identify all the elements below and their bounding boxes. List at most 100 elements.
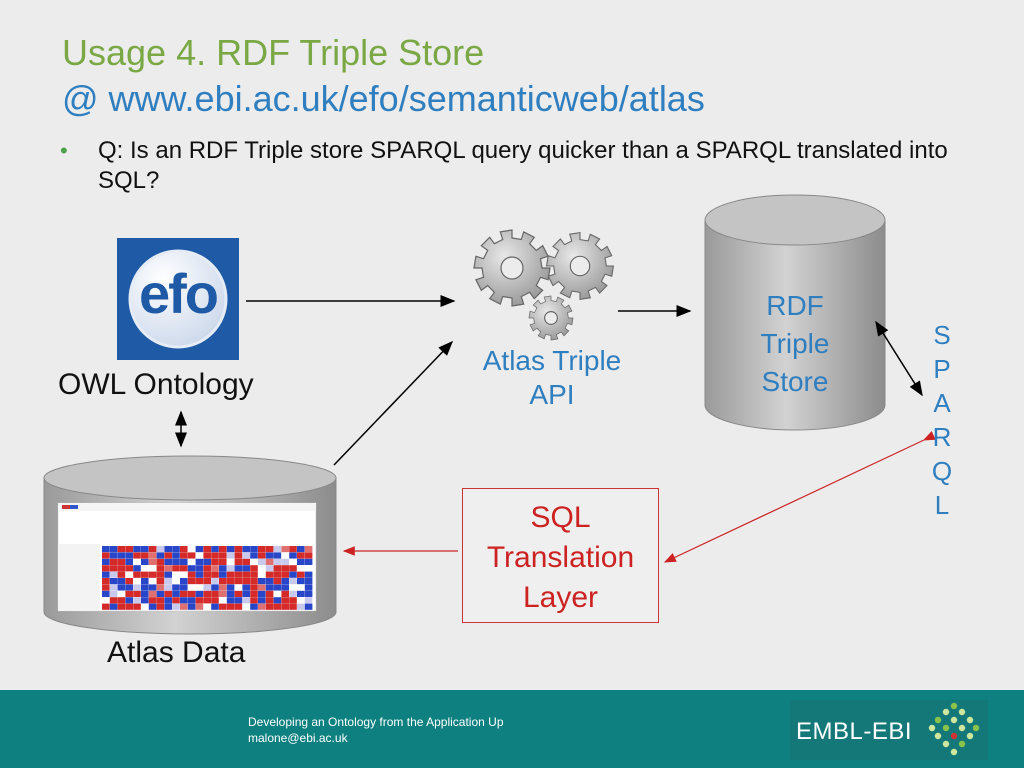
heatmap-cell <box>281 552 289 559</box>
heatmap-cell <box>273 558 282 565</box>
gear-icon <box>473 229 551 307</box>
heatmap-cell <box>187 552 196 559</box>
heatmap-cell <box>109 584 118 591</box>
sql-translation-layer-label: SQL Translation Layer <box>462 498 659 618</box>
heatmap-cell <box>109 565 118 572</box>
heatmap-cell <box>156 597 165 604</box>
slide-title: Usage 4. RDF Triple Store @ www.ebi.ac.u… <box>62 30 705 122</box>
heatmap-cell <box>125 546 133 553</box>
heatmap-cell <box>297 571 305 578</box>
footer-presentation-title: Developing an Ontology from the Applicat… <box>248 715 504 729</box>
heatmap-cell <box>148 590 157 597</box>
heatmap-cell <box>219 571 227 578</box>
heatmap-cell <box>172 558 180 565</box>
heatmap-cell <box>164 590 172 597</box>
heatmap-cell <box>226 597 235 604</box>
heatmap-cell <box>164 584 172 591</box>
footer-email: malone@ebi.ac.uk <box>248 731 348 745</box>
rdf-label-line-2: Triple <box>760 328 830 359</box>
heatmap-cell <box>242 603 250 610</box>
heatmap-cell <box>211 565 219 572</box>
heatmap-cell <box>265 552 274 559</box>
sparql-letter: L <box>934 490 950 520</box>
heatmap-cell <box>117 584 126 591</box>
heatmap-cell <box>273 552 282 559</box>
heatmap-cell <box>203 597 211 604</box>
heatmap-cell <box>156 590 165 597</box>
heatmap-cell <box>289 603 297 610</box>
heatmap-cell <box>281 578 289 585</box>
heatmap-cell <box>141 565 149 572</box>
logo-dot <box>942 708 950 716</box>
heatmap-cell <box>281 584 289 591</box>
heatmap-cell <box>109 558 118 565</box>
logo-dot <box>972 724 980 732</box>
heatmap-cell <box>133 597 141 604</box>
heatmap-cell <box>109 590 118 597</box>
heatmap-cell <box>109 603 118 610</box>
heatmap-cell <box>226 552 235 559</box>
heatmap-cell <box>172 546 180 553</box>
heatmap-cell <box>133 603 141 610</box>
logo-dot <box>934 716 942 724</box>
heatmap-cell <box>265 578 274 585</box>
heatmap-cell <box>172 578 180 585</box>
heatmap-cell <box>258 584 266 591</box>
heatmap-cell <box>297 565 305 572</box>
heatmap-cell <box>211 571 219 578</box>
heatmap-cell <box>242 584 250 591</box>
heatmap-cell <box>187 578 196 585</box>
heatmap-cell <box>211 603 219 610</box>
arrow-sparql-to-sql <box>663 431 936 563</box>
sparql-vertical-label: S P A R Q L <box>930 318 954 522</box>
heatmap-cell <box>281 590 289 597</box>
heatmap-cell <box>102 558 110 565</box>
heatmap-cell <box>211 546 219 553</box>
heatmap-cell <box>180 584 188 591</box>
heatmap-cell <box>242 597 250 604</box>
heatmap-cell <box>148 597 157 604</box>
title-line-1: Usage 4. RDF Triple Store <box>62 32 485 73</box>
heatmap-cell <box>187 571 196 578</box>
heatmap-cell <box>234 597 243 604</box>
logo-dot <box>966 732 974 740</box>
api-label-line-2: API <box>529 379 575 410</box>
heatmap-cell <box>219 558 227 565</box>
heatmap-cell <box>219 597 227 604</box>
efo-logo-circle <box>128 249 228 349</box>
heatmap-cell <box>297 552 305 559</box>
heatmap-cell <box>265 590 274 597</box>
heatmap-cell <box>226 603 235 610</box>
heatmap-cell <box>141 603 149 610</box>
heatmap-cell <box>187 565 196 572</box>
heatmap-cell <box>180 565 188 572</box>
logo-dot <box>958 740 966 748</box>
heatmap-cell <box>258 597 266 604</box>
heatmap-cell <box>172 571 180 578</box>
owl-ontology-label: OWL Ontology <box>58 368 254 401</box>
heatmap-cell <box>102 546 110 553</box>
heatmap-cell <box>265 571 274 578</box>
sql-label-line-2: Translation <box>486 541 635 574</box>
heatmap-cell <box>297 597 305 604</box>
heatmap-cell <box>273 571 282 578</box>
atlas-heatmap-image <box>57 502 317 612</box>
heatmap-cell <box>304 590 313 597</box>
heatmap-cell <box>195 584 204 591</box>
heatmap-cell <box>102 584 110 591</box>
logo-dot <box>950 702 958 710</box>
heatmap-cell <box>234 584 243 591</box>
heatmap-cell <box>117 578 126 585</box>
heatmap-cell <box>250 597 258 604</box>
heatmap-cell <box>195 565 204 572</box>
heatmap-cell <box>234 546 243 553</box>
heatmap-cell <box>117 590 126 597</box>
heatmap-cell <box>265 603 274 610</box>
heatmap-cell <box>148 558 157 565</box>
bullet-text: Q: Is an RDF Triple store SPARQL query q… <box>98 137 948 194</box>
logo-dot <box>942 724 950 732</box>
heatmap-cell <box>289 546 297 553</box>
heatmap-cell <box>258 603 266 610</box>
heatmap-cell <box>304 597 313 604</box>
heatmap-cell <box>172 597 180 604</box>
